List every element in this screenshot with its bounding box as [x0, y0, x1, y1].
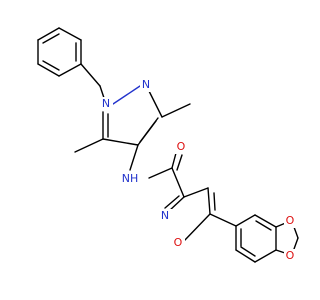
methyl-groups [74, 103, 191, 153]
pyrazole-ring [102, 85, 163, 146]
isoxazole-ring [164, 187, 216, 242]
molecule-structure: N N NH O N O O O [37, 27, 299, 263]
atom-n-pyrazole-2: N [142, 78, 150, 91]
amide-linkage [129, 144, 185, 198]
atom-nh-amide: NH [122, 172, 139, 185]
aryl-link [209, 213, 237, 227]
structure-canvas: N N NH O N O O O [37, 27, 299, 263]
atom-o-dioxole-2: O [286, 249, 295, 262]
atom-n-isoxazole: N [161, 209, 169, 222]
atom-n-pyrazole-1: N [102, 97, 110, 110]
atom-o-dioxole-1: O [286, 214, 295, 227]
atom-labels: N N NH O N O O O [100, 78, 297, 263]
atom-o-isoxazole: O [174, 236, 183, 249]
phenyl-ring [37, 27, 82, 77]
benzodioxole-ring [235, 214, 277, 263]
atom-o-carbonyl: O [177, 140, 186, 153]
